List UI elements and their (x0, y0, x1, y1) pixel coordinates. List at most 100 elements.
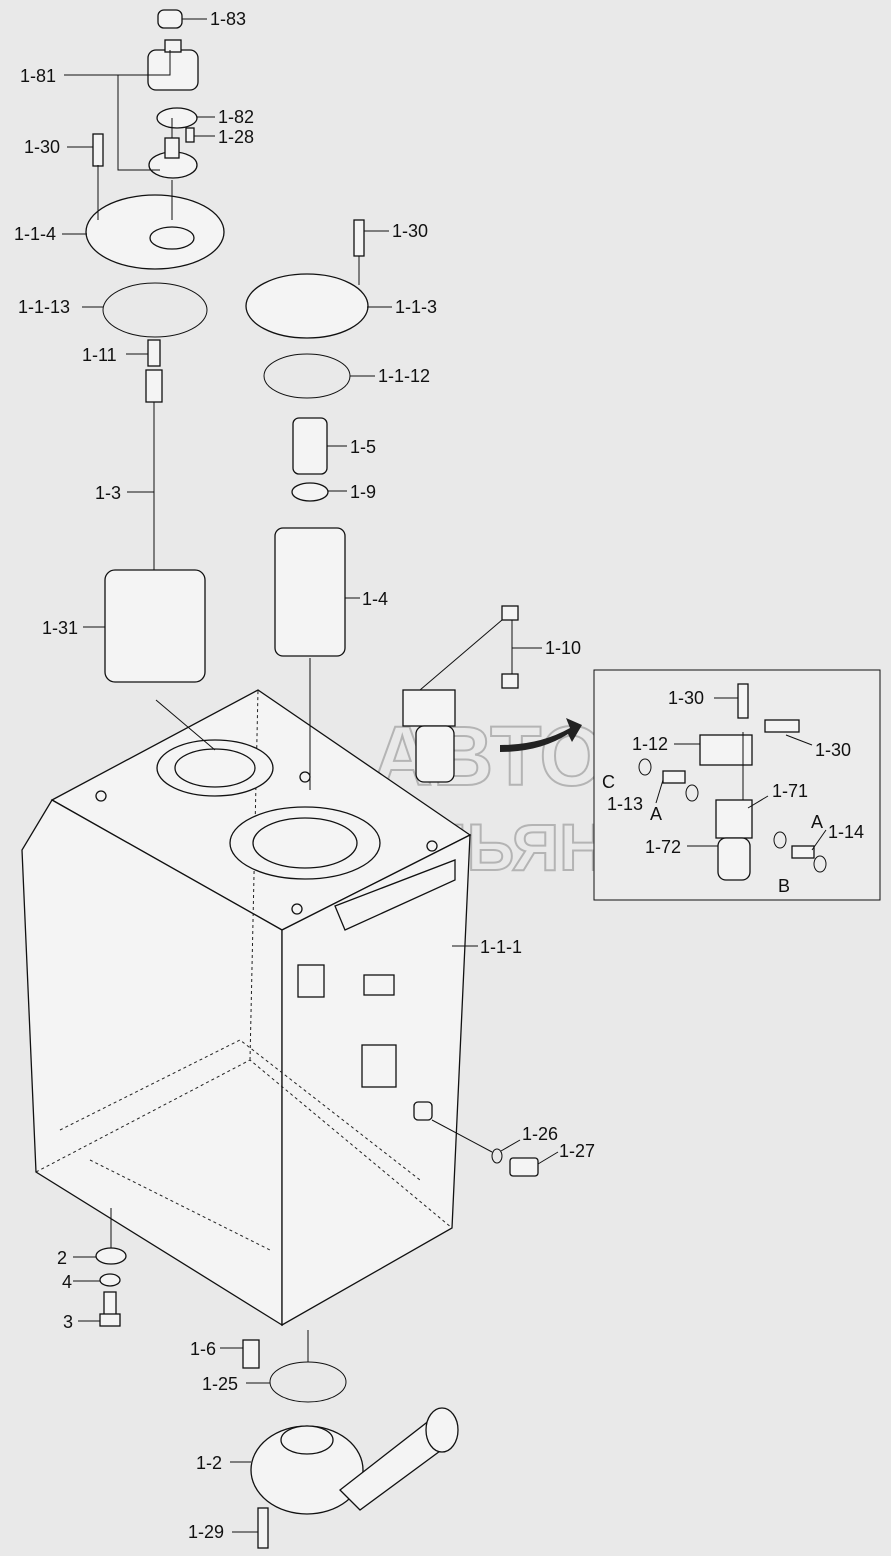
fitting-1-13 (662, 770, 686, 784)
label-1-82: 1-82 (218, 107, 254, 127)
label-port-b: B (778, 876, 790, 896)
label-1-30-box-b: 1-30 (815, 740, 851, 760)
tank-opening-large (252, 817, 358, 869)
tank-sight-pad (297, 964, 325, 998)
fitting-1-14 (791, 845, 815, 859)
adapter-1-82 (156, 107, 198, 129)
label-1-11: 1-11 (82, 345, 117, 365)
label-1-83: 1-83 (210, 9, 246, 29)
label-1-30-mid: 1-30 (392, 221, 428, 241)
detail-arrow (500, 718, 582, 752)
bolt-1-30-box-b (764, 719, 800, 733)
bolt-3-head (99, 1313, 121, 1327)
pipe-end (425, 1407, 459, 1453)
label-port-a-left: A (650, 804, 662, 824)
label-port-a-right: A (811, 812, 823, 832)
oring-a-left (685, 784, 699, 802)
bolt-1-30-box-a (737, 683, 749, 719)
label-1-1-13: 1-1-13 (18, 297, 70, 317)
label-1-25: 1-25 (202, 1374, 238, 1394)
washer-2 (95, 1247, 127, 1265)
detail-box (593, 669, 881, 901)
label-1-13: 1-13 (607, 794, 643, 814)
label-1-1-12: 1-1-12 (378, 366, 430, 386)
label-1-30-box-a: 1-30 (668, 688, 704, 708)
suction-filter (104, 339, 206, 683)
gasket-1-25 (269, 1361, 347, 1403)
gasket-1-1-12 (263, 353, 351, 399)
label-1-9: 1-9 (350, 482, 376, 502)
label-1-6: 1-6 (190, 1339, 216, 1359)
rod-top-1-3 (145, 369, 163, 403)
filter-1-4 (274, 527, 346, 657)
element-1-72 (717, 837, 751, 881)
label-1-5: 1-5 (350, 437, 376, 457)
head-1-71 (715, 799, 753, 839)
label-1-4: 1-4 (362, 589, 388, 609)
valve-1-9 (291, 482, 329, 502)
breather-stem (164, 39, 182, 53)
label-1-1-3: 1-1-3 (395, 297, 437, 317)
label-1-12: 1-12 (632, 734, 668, 754)
label-1-28: 1-28 (218, 127, 254, 147)
label-1-14: 1-14 (828, 822, 864, 842)
tank-bracket-pad (363, 974, 395, 996)
hydraulic-tank (21, 689, 472, 1327)
oring-b (813, 855, 827, 873)
label-1-1-1: 1-1-1 (480, 937, 522, 957)
tank-opening-small (174, 748, 256, 788)
label-1-3: 1-3 (95, 483, 121, 503)
bolt-1-29 (257, 1507, 269, 1549)
tank-baffle (59, 1039, 421, 1251)
screw-1-28 (185, 127, 195, 143)
label-1-72: 1-72 (645, 837, 681, 857)
label-1-71: 1-71 (772, 781, 808, 801)
washer-4 (99, 1273, 121, 1287)
label-1-30-top: 1-30 (24, 137, 60, 157)
label-3: 3 (63, 1312, 73, 1332)
label-1-27: 1-27 (559, 1141, 595, 1161)
bolt-1-30-top (92, 133, 104, 167)
return-filter-cover (245, 219, 369, 657)
oring-1-26 (491, 1148, 503, 1164)
tank-port-boss (413, 1101, 433, 1121)
label-1-1-4: 1-1-4 (14, 224, 56, 244)
label-1-26: 1-26 (522, 1124, 558, 1144)
cap-1-83 (157, 9, 183, 29)
gauge-top (501, 605, 519, 621)
pilot-filter-mounted (402, 689, 582, 783)
oring-a-right (773, 831, 787, 849)
sensor-1-27 (509, 1157, 539, 1177)
mount-hardware (95, 1247, 127, 1327)
label-2: 2 (57, 1248, 67, 1268)
pilot-bracket (402, 689, 456, 727)
pilot-element (415, 725, 455, 783)
spring-1-11 (147, 339, 161, 367)
tank-bolt-hole (95, 790, 107, 802)
strainer-1-31 (104, 569, 206, 683)
temperature-sensor (491, 1148, 539, 1177)
bracket-1-12 (699, 734, 753, 766)
tank-cover-plate (361, 1044, 397, 1088)
bolt-1-30-mid (353, 219, 365, 257)
label-1-10: 1-10 (545, 638, 581, 658)
part-labels: 1-83 1-81 1-82 1-28 1-30 1-1-4 1-30 1-1-… (14, 9, 864, 1542)
level-gauge (501, 605, 519, 689)
gasket-1-1-13 (102, 282, 208, 338)
label-1-31: 1-31 (42, 618, 78, 638)
tank-bolt-hole (291, 903, 303, 915)
tank-bolt-hole (426, 840, 438, 852)
label-1-29: 1-29 (188, 1522, 224, 1542)
spring-1-5 (292, 417, 328, 475)
breather-assembly (85, 9, 225, 338)
leader-lines (62, 18, 827, 1533)
tank-mount-bracket (334, 859, 456, 931)
label-1-2: 1-2 (196, 1453, 222, 1473)
gauge-bottom (501, 673, 519, 689)
cover-1-1-3 (245, 273, 369, 339)
cover-center-hole (149, 226, 195, 250)
oring-c (638, 758, 652, 776)
breather-neck (164, 137, 180, 159)
label-4: 4 (62, 1272, 72, 1292)
